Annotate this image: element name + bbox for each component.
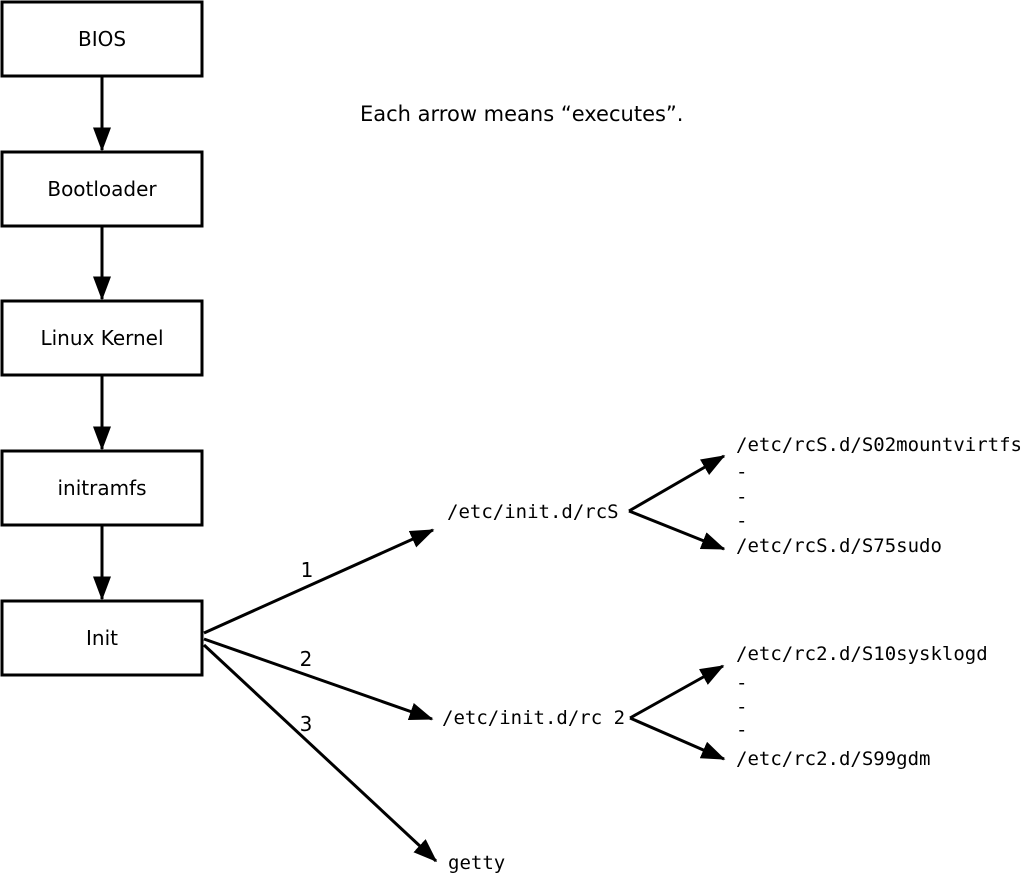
- arrow-init-to-getty: [202, 643, 438, 863]
- arrow-rc2-to-s10sysklogd: [629, 664, 725, 720]
- linux-kernel-box-rect: [0, 299, 204, 377]
- rc2-child-s99gdm: /etc/rc2.d/S99gdm: [736, 748, 930, 770]
- branch-1-number: 1: [301, 558, 314, 582]
- rcs-child-s75sudo: /etc/rcS.d/S75sudo: [736, 535, 942, 557]
- rc2-child-s10sysklogd: /etc/rc2.d/S10sysklogd: [736, 643, 988, 665]
- rcs-child-dash-2: -: [736, 486, 747, 508]
- rcs-script-label: /etc/init.d/rcS: [447, 501, 619, 523]
- rc2-script-label: /etc/init.d/rc 2: [442, 707, 625, 729]
- arrow-init-to-rcs: [203, 528, 435, 635]
- arrow-rcs-to-s75sudo: [628, 509, 726, 551]
- getty-label: getty: [448, 852, 505, 874]
- box-bootloader: Bootloader: [0, 150, 204, 228]
- initramfs-box-label: initramfs: [57, 476, 146, 500]
- rcs-child-dash-1: -: [736, 461, 747, 483]
- arrow-rc2-to-s99gdm: [629, 716, 726, 761]
- rc2-child-dash-2: -: [736, 696, 747, 718]
- box-linux-kernel: Linux Kernel: [0, 299, 204, 377]
- init-box-label: Init: [86, 626, 118, 650]
- arrow-init-to-rc2: [203, 637, 434, 721]
- box-init: Init: [0, 599, 204, 677]
- bootloader-box-label: Bootloader: [47, 177, 157, 201]
- rc2-child-dash-3: -: [736, 719, 747, 741]
- branch-2-number: 2: [300, 647, 313, 671]
- branch-3-number: 3: [300, 712, 313, 736]
- initramfs-box-rect: [0, 449, 204, 527]
- arrow-rcs-to-s02mountvirtfs: [628, 454, 726, 513]
- bios-box-label: BIOS: [78, 27, 126, 51]
- box-initramfs: initramfs: [0, 449, 204, 527]
- box-bios: BIOS: [0, 0, 204, 78]
- bios-box-rect: [0, 0, 204, 78]
- rcs-child-dash-3: -: [736, 510, 747, 532]
- linux-kernel-box-label: Linux Kernel: [40, 326, 163, 350]
- rcs-child-s02mountvirtfs: /etc/rcS.d/S02mountvirtfs: [736, 434, 1022, 456]
- init-box-rect: [0, 599, 204, 677]
- bootloader-box-rect: [0, 150, 204, 228]
- caption-text: Each arrow means “executes”.: [360, 102, 683, 126]
- rc2-child-dash-1: -: [736, 672, 747, 694]
